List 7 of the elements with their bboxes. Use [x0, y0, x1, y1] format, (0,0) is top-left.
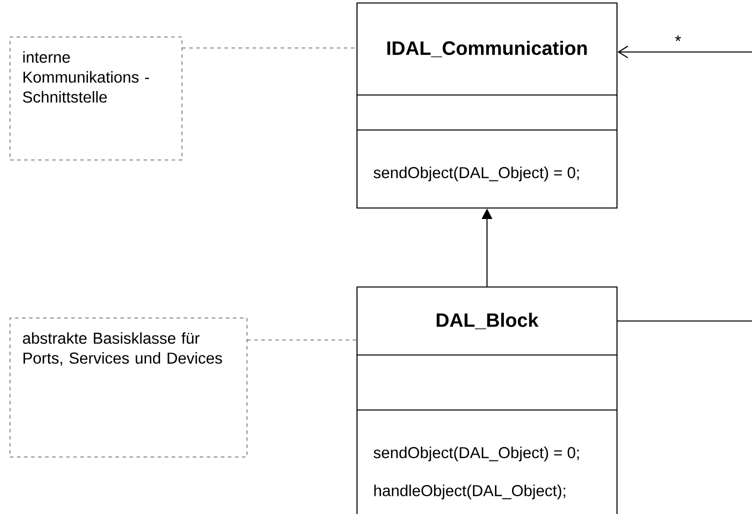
edge-label: *: [675, 35, 681, 42]
class-box: IDAL_Communication sendObject(DAL_Object) = 0;: [356, 2, 618, 209]
note-box: abstrakte Basisklasse für Ports, Services und Devices: [10, 318, 248, 458]
arrow: [618, 46, 752, 58]
line: [618, 320, 752, 322]
note-box: interne Kommunikations - Schnittstelle: [10, 36, 182, 160]
class-box: DAL_Block sendObject(DAL_Object) = 0; handleObject(DAL_Object);: [356, 286, 618, 514]
